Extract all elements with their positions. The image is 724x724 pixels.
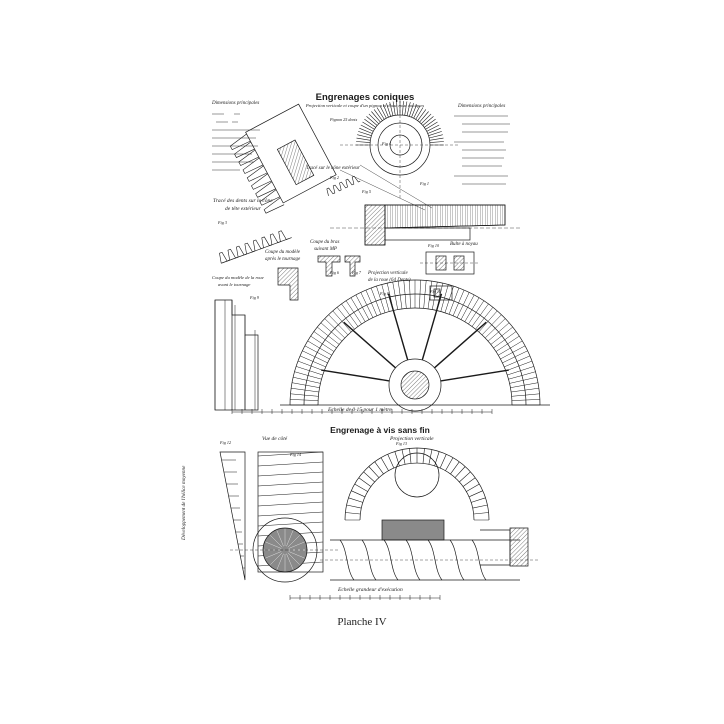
large-bevel-wheel xyxy=(280,279,550,412)
hub-fig10 xyxy=(420,251,480,275)
trace-dents-label-2: de tête extérieur xyxy=(225,206,261,212)
projection-roue-label-2: de la roue (64 Dents) xyxy=(368,278,411,283)
conical-pinion-left xyxy=(229,103,337,214)
bevel-section-right xyxy=(330,164,520,246)
projection-roue-label-1: Projection verticale xyxy=(368,271,408,276)
trace-dents-label-1: Tracé des dents sur le cône xyxy=(213,198,273,204)
fig6-label: Fig 6 xyxy=(330,270,339,275)
left-dimensions-header: Dimensions principales xyxy=(212,101,260,106)
coupe-bras-label-2: suivant MP xyxy=(314,247,337,252)
coupe-modele-label-2: après le tournage xyxy=(265,257,301,262)
top-scale-label: Echelle de 0·15 pour 1 mètre xyxy=(328,407,392,413)
tooth-trace-fig5 xyxy=(326,175,361,196)
vue-cote-label: Vue de côté xyxy=(262,436,288,442)
pinion-top-view xyxy=(340,95,460,200)
fig10-label: Fig 10 xyxy=(428,243,440,248)
bottom-scale-bar xyxy=(289,595,441,600)
top-subtitle: Projection verticale et coupe d'un pigno… xyxy=(305,103,425,108)
fig14-label: Fig 14 xyxy=(290,452,302,457)
fig12-label: Fig 12 xyxy=(220,440,232,445)
coupe-modele-roue-label-2: avant le tournage xyxy=(218,282,251,287)
coupe-modele-label-1: Coupe du modèle xyxy=(265,250,300,255)
top-title: Engrenages coniques xyxy=(315,92,415,103)
bottom-title: Engrenage à vis sans fin xyxy=(330,425,430,435)
dimension-formulas-right xyxy=(454,115,510,185)
worm-side-view xyxy=(230,451,340,583)
worm-wheel-projection xyxy=(320,447,540,581)
fig4-label: Fig 4 xyxy=(382,141,391,146)
fig3-label: Fig 3 xyxy=(218,220,227,225)
projection-verticale-label: Projection verticale xyxy=(390,436,434,442)
arm-section-fig7 xyxy=(344,255,361,277)
fig13-label: Fig 13 xyxy=(396,441,408,446)
helix-development-fig12 xyxy=(219,451,246,581)
bottom-scale-label: Echelle grandeur d'exécution xyxy=(338,587,403,593)
arm-section-fig6 xyxy=(317,255,341,277)
pattern-steps-fig9 xyxy=(214,299,259,411)
coupe-bras-label-1: Coupe du bras xyxy=(310,240,340,245)
right-dimensions-header: Dimensions principales xyxy=(458,104,506,109)
fig7-label: Fig 7 xyxy=(352,270,361,275)
fig2-label: Fig 2 xyxy=(330,175,339,180)
fig5-label: Fig 5 xyxy=(362,189,371,194)
bulte-label: Bulte à noyau xyxy=(450,242,478,247)
fig1-label: Fig 1 xyxy=(420,181,429,186)
plate-caption: Planche IV xyxy=(337,616,387,628)
top-scale-bar xyxy=(231,409,493,414)
pignon-label: Pignon 25 dents xyxy=(330,117,358,122)
tooth-trace-fig3 xyxy=(219,230,292,264)
fig9-label: Fig 9 xyxy=(250,295,259,300)
pattern-section-fig8 xyxy=(277,267,299,301)
coupe-modele-roue-label-1: Coupe du modèle de la roue xyxy=(212,275,264,280)
